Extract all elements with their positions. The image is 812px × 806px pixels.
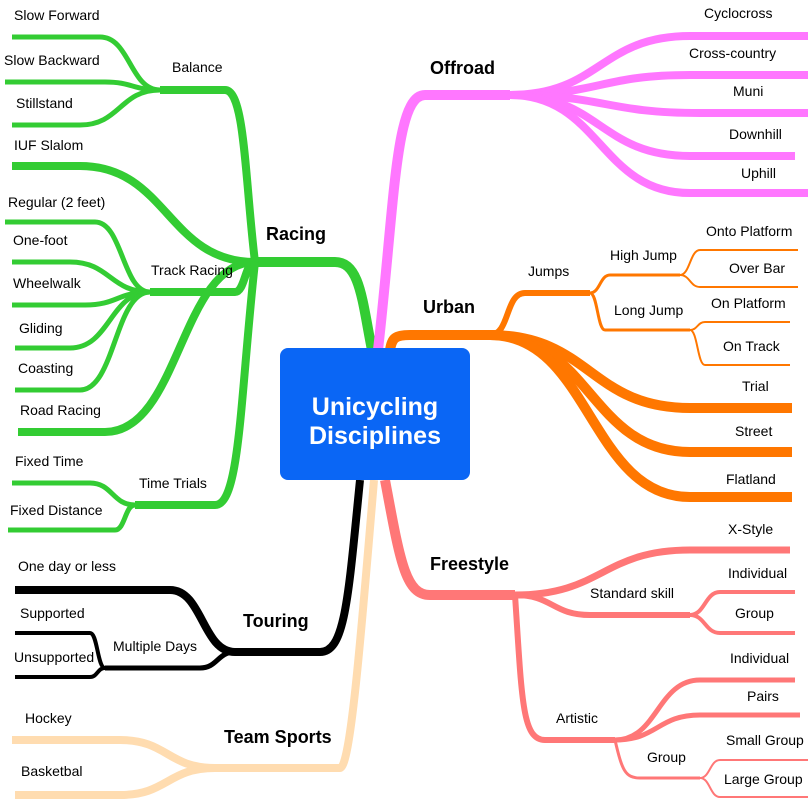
edge-fixed-distance xyxy=(8,502,136,533)
node-artistic-group[interactable]: Group xyxy=(647,749,686,765)
central-title-line2: Disciplines xyxy=(309,422,441,450)
node-standard-skill[interactable]: Standard skill xyxy=(590,585,674,601)
edge-multiple-days xyxy=(105,649,236,671)
edge-onto-platform xyxy=(679,249,798,276)
edge-artistic-pairs xyxy=(614,712,800,743)
edge-coasting xyxy=(15,289,151,393)
central-node-box xyxy=(280,348,470,480)
node-stillstand[interactable]: Stillstand xyxy=(16,95,73,111)
node-on-platform[interactable]: On Platform xyxy=(711,295,786,311)
node-fixed-distance[interactable]: Fixed Distance xyxy=(10,502,103,518)
edge-racing xyxy=(255,257,377,351)
node-regular-2-feet[interactable]: Regular (2 feet) xyxy=(8,194,105,210)
edge-freestyle xyxy=(380,479,515,600)
node-slow-backward[interactable]: Slow Backward xyxy=(4,52,100,68)
edge-over-bar xyxy=(679,274,798,288)
edge-small-group xyxy=(699,759,808,779)
edge-basketbal xyxy=(15,764,216,799)
edge-slow-backward xyxy=(5,79,161,93)
edge-x-style xyxy=(514,546,790,599)
node-downhill[interactable]: Downhill xyxy=(729,126,782,142)
node-onto-platform[interactable]: Onto Platform xyxy=(706,223,792,239)
edge-unsupported xyxy=(15,666,106,679)
edge-jumps xyxy=(489,290,590,338)
edge-offroad xyxy=(373,90,510,351)
edge-iuf-slalom xyxy=(12,162,256,266)
node-trial[interactable]: Trial xyxy=(742,378,769,394)
node-offroad[interactable]: Offroad xyxy=(430,58,495,78)
edge-regular xyxy=(5,219,151,295)
node-racing[interactable]: Racing xyxy=(266,224,326,244)
node-coasting[interactable]: Coasting xyxy=(18,360,73,376)
node-cross-country[interactable]: Cross-country xyxy=(689,45,776,61)
node-high-jump[interactable]: High Jump xyxy=(610,247,677,263)
node-artistic-pairs[interactable]: Pairs xyxy=(747,688,779,704)
node-fixed-time[interactable]: Fixed Time xyxy=(15,453,84,469)
node-long-jump[interactable]: Long Jump xyxy=(614,302,683,318)
node-freestyle[interactable]: Freestyle xyxy=(430,554,509,574)
node-iuf-slalom[interactable]: IUF Slalom xyxy=(14,137,83,153)
edge-touring xyxy=(235,479,364,656)
edge-flatland xyxy=(489,330,792,502)
edge-artistic xyxy=(512,594,615,743)
edge-standard-group xyxy=(689,613,795,635)
edge-balance xyxy=(160,86,259,263)
node-uphill[interactable]: Uphill xyxy=(741,165,776,181)
node-cyclocross[interactable]: Cyclocross xyxy=(704,5,772,21)
edge-high-jump xyxy=(589,273,680,295)
node-standard-group[interactable]: Group xyxy=(735,605,774,621)
node-gliding[interactable]: Gliding xyxy=(19,320,63,336)
edge-stillstand xyxy=(12,87,161,128)
edge-one-day xyxy=(15,586,236,656)
edge-long-jump xyxy=(589,291,690,332)
edge-time-trials xyxy=(135,261,259,509)
node-hockey[interactable]: Hockey xyxy=(25,710,72,726)
edge-team-sports xyxy=(215,479,378,772)
node-standard-individual[interactable]: Individual xyxy=(728,565,787,581)
central-node[interactable]: Unicycling Disciplines xyxy=(280,348,470,480)
node-balance[interactable]: Balance xyxy=(172,59,223,75)
node-slow-forward[interactable]: Slow Forward xyxy=(14,7,100,23)
node-one-day-or-less[interactable]: One day or less xyxy=(18,558,116,574)
node-urban[interactable]: Urban xyxy=(423,297,475,317)
node-one-foot[interactable]: One-foot xyxy=(13,232,68,248)
node-flatland[interactable]: Flatland xyxy=(726,471,776,487)
node-x-style[interactable]: X-Style xyxy=(728,521,773,537)
node-touring[interactable]: Touring xyxy=(243,611,309,631)
node-road-racing[interactable]: Road Racing xyxy=(20,402,101,418)
node-unsupported[interactable]: Unsupported xyxy=(14,649,94,665)
node-multiple-days[interactable]: Multiple Days xyxy=(113,638,197,654)
node-time-trials[interactable]: Time Trials xyxy=(139,475,207,491)
node-jumps[interactable]: Jumps xyxy=(528,263,569,279)
node-team-sports[interactable]: Team Sports xyxy=(224,727,332,747)
edge-on-platform xyxy=(689,321,790,331)
node-track-racing[interactable]: Track Racing xyxy=(151,262,233,278)
node-basketbal[interactable]: Basketbal xyxy=(21,763,82,779)
node-artistic-individual[interactable]: Individual xyxy=(730,650,789,666)
edge-road-racing xyxy=(18,258,256,436)
node-street[interactable]: Street xyxy=(735,423,772,439)
node-muni[interactable]: Muni xyxy=(733,83,763,99)
edge-artistic-group xyxy=(613,739,700,780)
edge-on-track xyxy=(689,329,790,366)
branch-lines xyxy=(5,32,808,799)
node-small-group[interactable]: Small Group xyxy=(726,732,804,748)
central-title-line1: Unicycling xyxy=(312,393,438,421)
edge-uphill xyxy=(509,91,808,197)
node-over-bar[interactable]: Over Bar xyxy=(729,260,785,276)
edge-urban xyxy=(385,330,490,351)
node-artistic[interactable]: Artistic xyxy=(556,710,598,726)
edge-large-group xyxy=(699,777,808,798)
node-large-group[interactable]: Large Group xyxy=(724,771,803,787)
node-supported[interactable]: Supported xyxy=(20,605,85,621)
node-on-track[interactable]: On Track xyxy=(723,338,781,354)
node-wheelwalk[interactable]: Wheelwalk xyxy=(13,275,82,291)
edge-standard-skill xyxy=(514,592,690,618)
edge-fixed-time xyxy=(12,480,136,508)
